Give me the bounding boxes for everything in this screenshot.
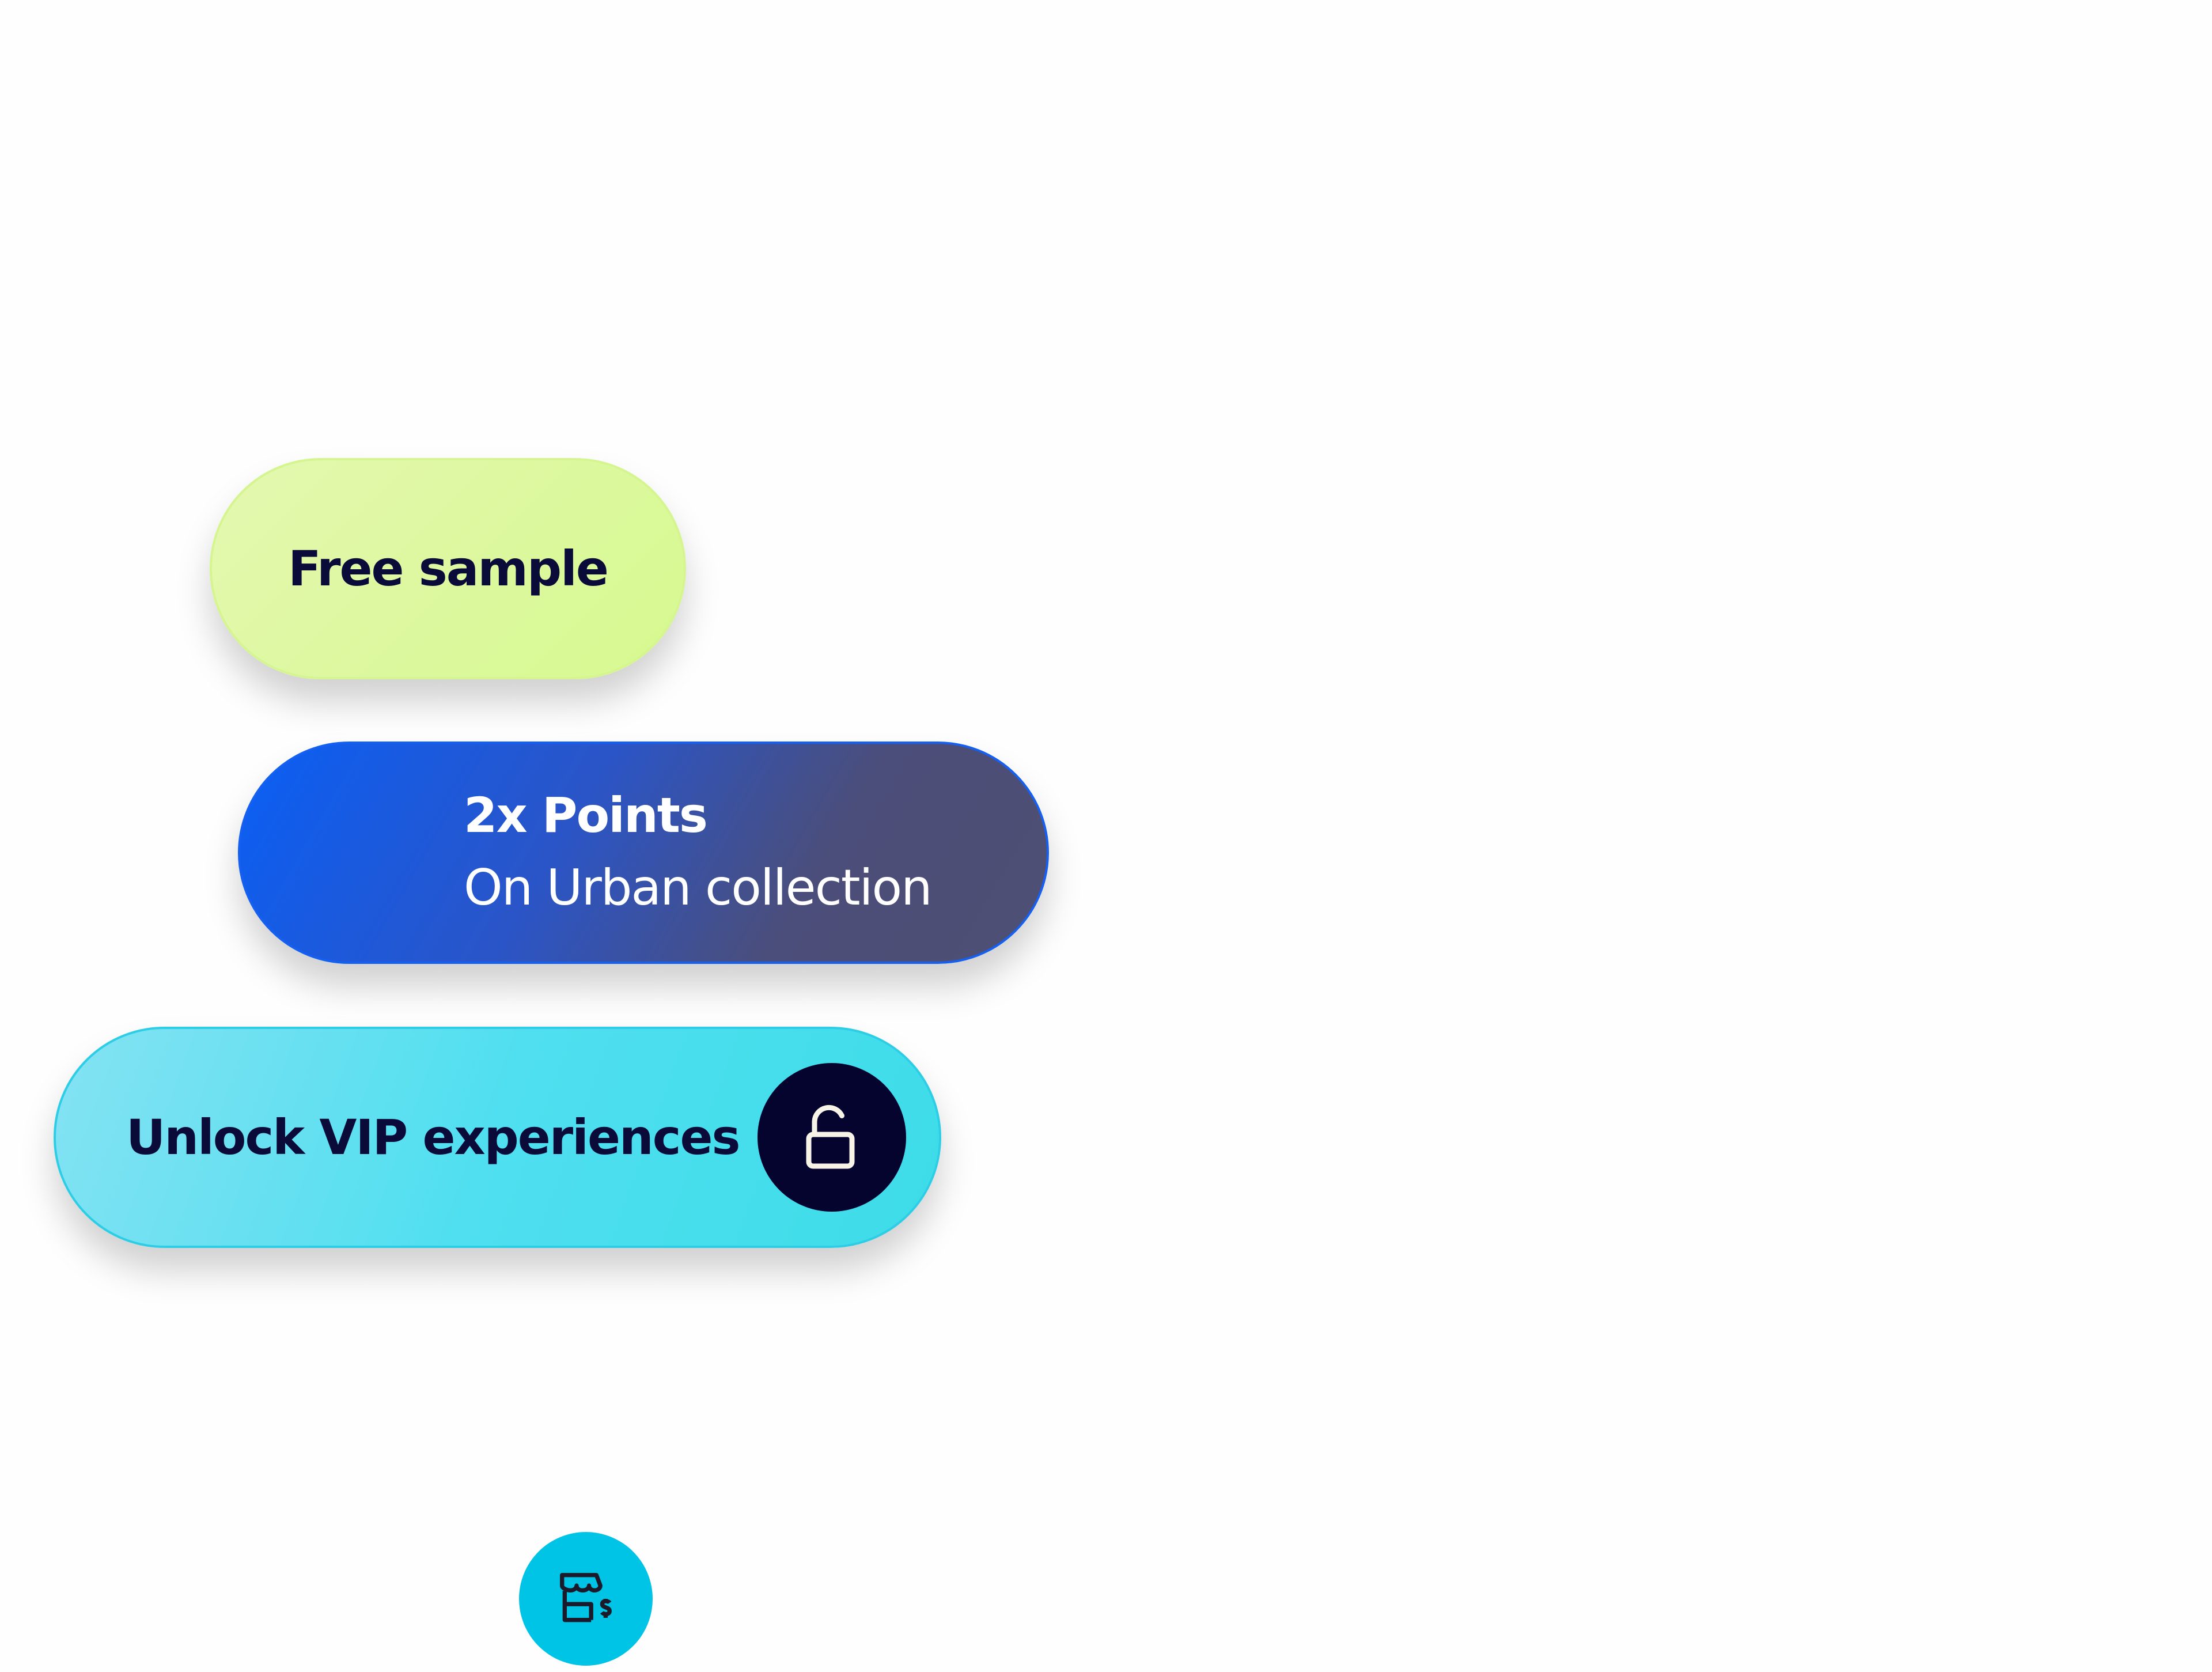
points-title: 2x Points [464,787,708,843]
store-dollar-icon [519,1532,653,1666]
free-sample-badge[interactable]: Free sample [210,458,686,679]
free-sample-label: Free sample [288,540,609,597]
unlock-vip-badge[interactable]: Unlock VIP experiences [54,1027,941,1248]
points-subtitle: On Urban collection [464,859,933,917]
double-points-badge[interactable]: 2x Points On Urban collection [238,742,1049,1666]
unlock-vip-label: Unlock VIP experiences [126,1109,740,1166]
unlock-icon[interactable] [757,1063,906,1212]
